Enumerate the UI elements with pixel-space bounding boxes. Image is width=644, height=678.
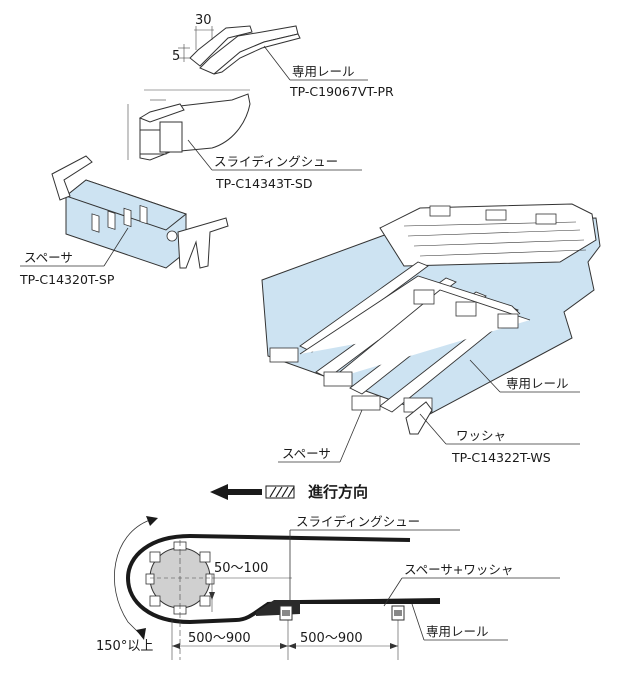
dim-30: 30	[195, 13, 212, 28]
spacer-washer-leader	[383, 577, 403, 607]
len-500-900-a: 500～900	[188, 631, 251, 646]
angle-150: 150°以上	[96, 639, 153, 654]
rail-top-code: TP-C19067VT-PR	[289, 84, 394, 99]
side-view	[114, 516, 441, 660]
rail-bottom-leader	[411, 603, 425, 641]
assembly-view	[261, 203, 601, 435]
rail-bottom-label: 専用レール	[426, 624, 489, 639]
rail-mid-label: 専用レール	[506, 376, 569, 391]
washer-code: TP-C14322T-WS	[451, 450, 551, 465]
len-500-900-b: 500～900	[300, 631, 363, 646]
dim-5: 5	[172, 49, 180, 64]
rail-mid-leader	[469, 359, 501, 393]
shoe-label: スライディングシュー	[214, 154, 338, 169]
shoe-bottom-label: スライディングシュー	[296, 514, 420, 529]
rail-top-leader	[263, 45, 291, 81]
direction-label: 進行方向	[308, 483, 368, 501]
washer-label: ワッシャ	[456, 428, 506, 443]
rail-top-label: 専用レール	[292, 64, 355, 79]
gap-50-100: 50～100	[214, 561, 268, 576]
spacer-mid-leader	[339, 409, 363, 463]
spacer-part	[51, 155, 229, 269]
sliding-shoe-part	[127, 89, 251, 161]
spacer-leader	[103, 227, 129, 267]
spacer-mid-label: スペーサ	[282, 446, 331, 461]
shoe-leader	[187, 139, 213, 171]
spacer-code: TP-C14320T-SP	[19, 272, 115, 287]
shoe-code: TP-C14343T-SD	[215, 176, 312, 191]
washer-leader	[419, 413, 447, 445]
direction-arrow	[210, 484, 295, 500]
rail-part-top	[178, 25, 301, 75]
spacer-label: スペーサ	[24, 250, 73, 265]
spacer-washer-label: スペーサ+ワッシャ	[404, 562, 513, 577]
